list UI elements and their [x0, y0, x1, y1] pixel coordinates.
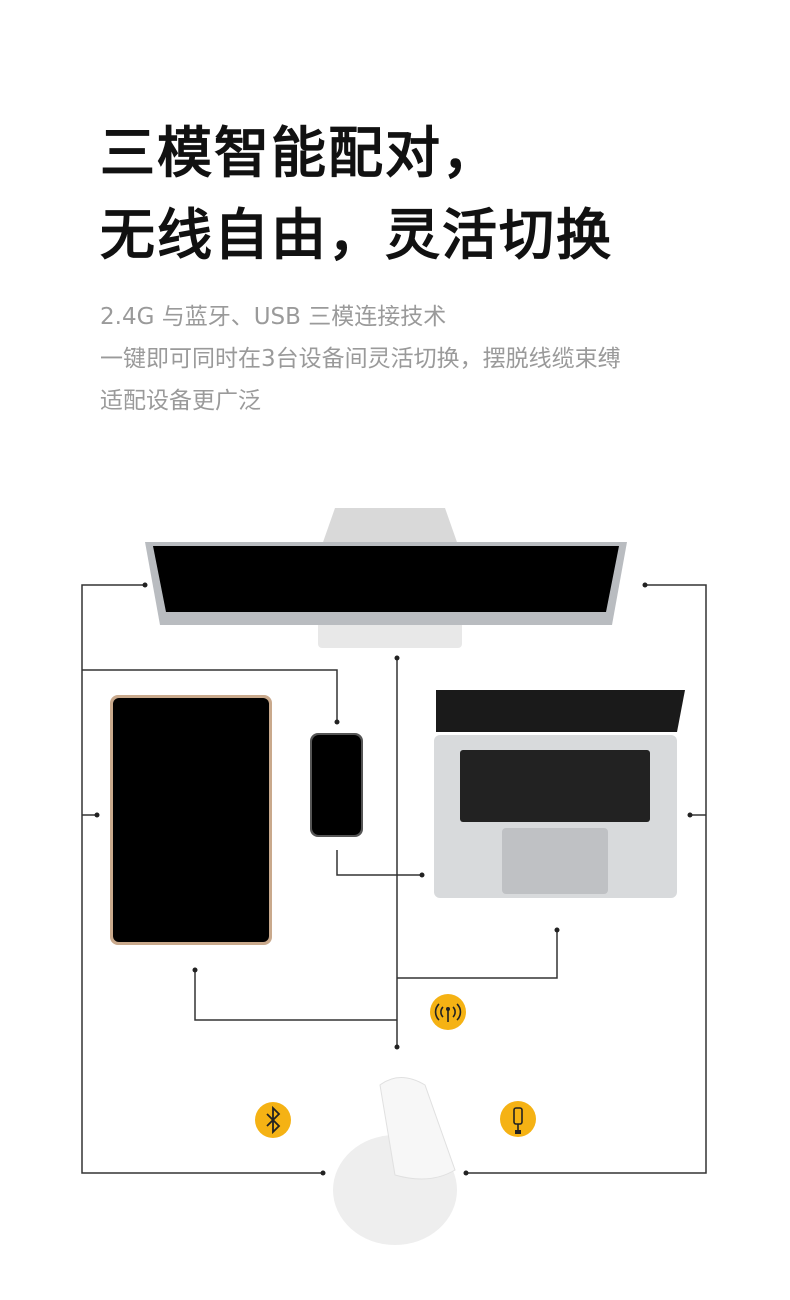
connection-dots	[94, 582, 693, 1176]
mouse	[333, 1077, 457, 1245]
laptop	[434, 690, 685, 898]
usb-c-icon	[500, 1101, 536, 1137]
wireless-2.4g-icon	[430, 994, 466, 1030]
phone	[310, 733, 363, 837]
bluetooth-icon	[255, 1102, 291, 1138]
headline-line-1: 三模智能配对，	[100, 121, 500, 185]
headline-line-2: 无线自由，灵活切换	[100, 203, 614, 267]
description-line-1: 2.4G 与蓝牙、USB 三模连接技术	[100, 304, 447, 330]
headline: 三模智能配对， 无线自由，灵活切换	[100, 112, 613, 276]
description-line-3: 适配设备更广泛	[100, 388, 261, 414]
connection-lines	[81, 584, 707, 1174]
tablet	[110, 695, 272, 945]
monitor	[145, 508, 627, 648]
description: 2.4G 与蓝牙、USB 三模连接技术 一键即可同时在3台设备间灵活切换，摆脱线…	[100, 296, 621, 422]
description-line-2: 一键即可同时在3台设备间灵活切换，摆脱线缆束缚	[100, 346, 621, 372]
